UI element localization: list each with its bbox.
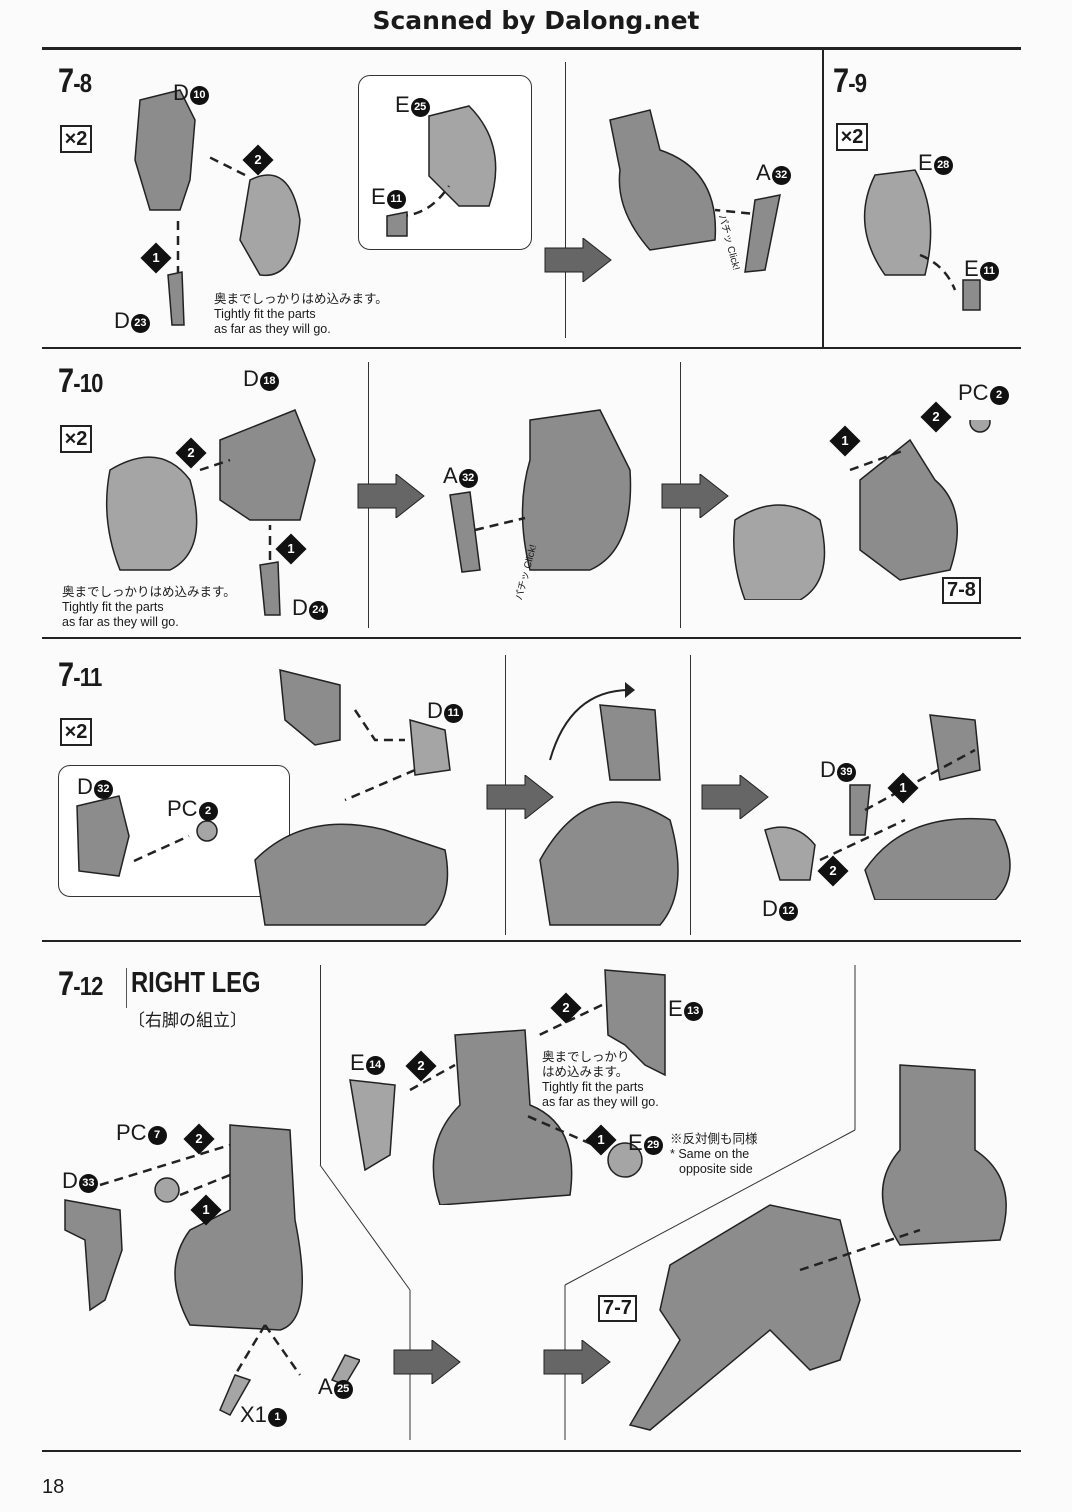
part-illustration (449, 409, 632, 573)
part-illustration (349, 969, 666, 1205)
sub-divider (320, 965, 321, 1165)
watermark-header: Scanned by Dalong.net (372, 6, 700, 35)
step-reference-7-8: 7-8 (942, 577, 981, 604)
step-order-1: 1 (140, 242, 172, 274)
step-number-7-11: 7-11 (58, 656, 102, 694)
step-number-7-8: 7-8 (58, 62, 92, 100)
part-illustration (628, 1064, 1007, 1431)
step-number-7-10: 7-10 (58, 362, 103, 400)
part-illustration (863, 169, 981, 311)
part-illustration (105, 409, 316, 616)
step-order-1: 1 (275, 533, 307, 565)
quantity-badge: ×2 (60, 425, 92, 453)
part-illustration (386, 105, 497, 237)
step-reference-7-7: 7-7 (598, 1295, 637, 1322)
quantity-badge: ×2 (836, 123, 868, 151)
next-arrow-icon (357, 474, 425, 518)
panel-divider (822, 48, 824, 348)
next-arrow-icon (701, 775, 769, 819)
part-illustration (539, 682, 679, 926)
quantity-badge: ×2 (60, 125, 92, 153)
section-title: RIGHT LEG (131, 967, 261, 999)
part-illustration (733, 420, 991, 600)
sub-divider (565, 62, 566, 338)
step-order-1: 1 (887, 772, 919, 804)
row-divider (42, 637, 1021, 639)
step-order-2: 2 (175, 437, 207, 469)
step-order-2: 2 (242, 144, 274, 176)
page-number: 18 (42, 1476, 65, 1498)
next-arrow-icon (544, 238, 612, 282)
section-subtitle: 〔右脚の組立〕 (128, 1011, 247, 1030)
part-illustration (134, 89, 301, 326)
part-illustration (76, 795, 218, 877)
step-order-1: 1 (190, 1194, 222, 1226)
quantity-badge: ×2 (60, 718, 92, 746)
part-illustration (609, 109, 781, 273)
next-arrow-icon (543, 1340, 611, 1384)
part-illustration (64, 1124, 360, 1416)
part-illustration (764, 714, 1011, 900)
sub-divider (690, 655, 691, 935)
part-illustration (254, 669, 451, 926)
next-arrow-icon (486, 775, 554, 819)
row-divider (42, 347, 1021, 349)
step-order-1: 1 (829, 425, 861, 457)
step-order-2: 2 (405, 1050, 437, 1082)
step-number-7-9: 7-9 (833, 62, 867, 100)
step-order-2: 2 (920, 401, 952, 433)
row-divider (42, 940, 1021, 942)
next-arrow-icon (661, 474, 729, 518)
step-order-2: 2 (550, 992, 582, 1024)
step-order-2: 2 (183, 1123, 215, 1155)
step-order-2: 2 (817, 855, 849, 887)
top-rule (42, 47, 1021, 50)
bottom-rule (42, 1450, 1021, 1452)
title-divider (126, 968, 127, 1008)
step-number-7-12: 7-12 (58, 965, 103, 1003)
next-arrow-icon (393, 1340, 461, 1384)
